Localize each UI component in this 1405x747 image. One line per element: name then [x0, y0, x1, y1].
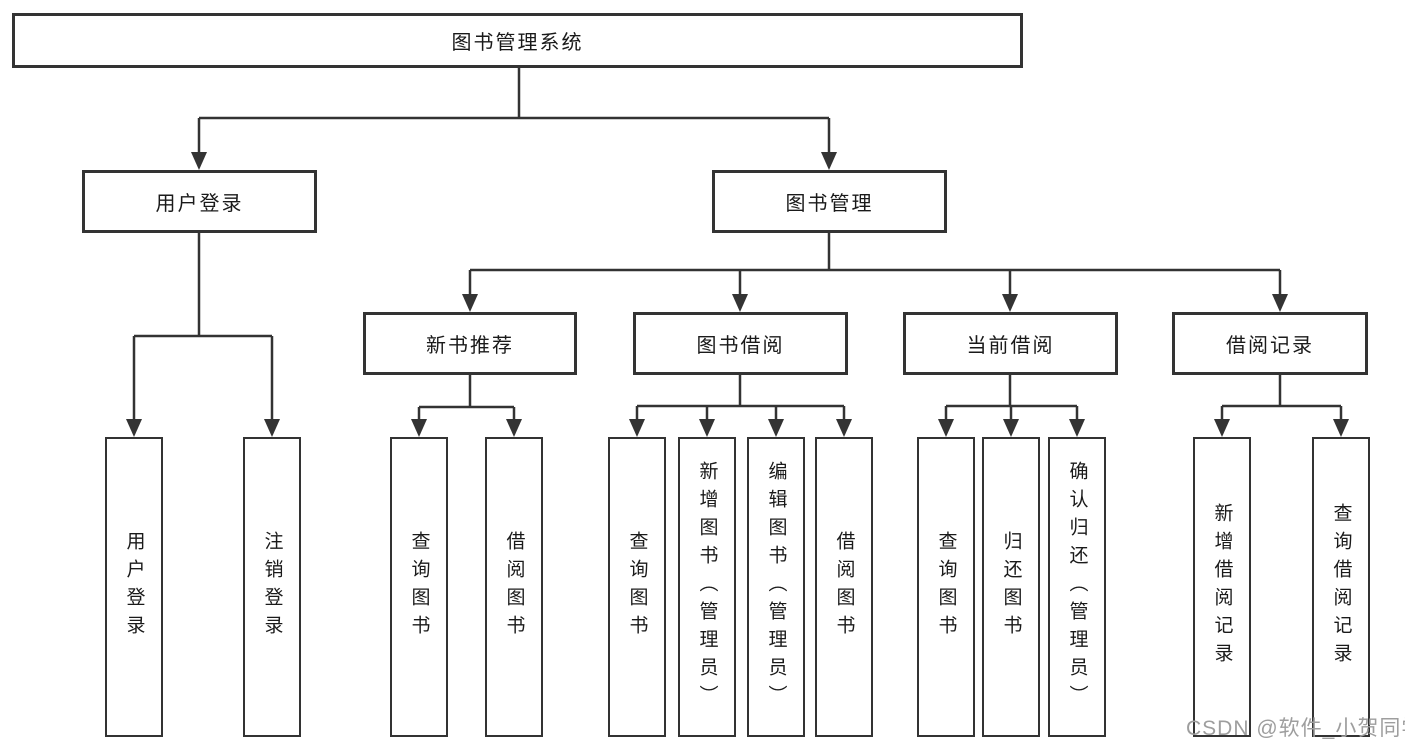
leaf-query-book-under-current: 查询图书	[917, 437, 975, 737]
leaf-return-book: 归还图书	[982, 437, 1040, 737]
leaf-borrow-book-under-borrowing-label: 借阅图书	[833, 531, 855, 643]
connector-borrowrecords-to-children	[1214, 375, 1349, 437]
node-borrowing-records: 借阅记录	[1172, 312, 1368, 375]
leaf-query-book-under-recommend-label: 查询图书	[408, 531, 430, 643]
node-root: 图书管理系统	[12, 13, 1023, 68]
leaf-edit-book-admin-label: 编辑图书（管理员）	[765, 461, 787, 713]
leaf-borrow-book-under-recommend-label: 借阅图书	[503, 531, 525, 643]
node-current-borrowing: 当前借阅	[903, 312, 1118, 375]
node-book-borrowing-label: 图书借阅	[696, 335, 785, 357]
leaf-add-borrow-record-label: 新增借阅记录	[1211, 503, 1233, 671]
connector-bookmgmt-to-level3	[462, 233, 1288, 312]
leaf-query-book-under-borrowing: 查询图书	[608, 437, 666, 737]
leaf-confirm-return-admin: 确认归还（管理员）	[1048, 437, 1106, 737]
leaf-borrow-book-under-recommend: 借阅图书	[485, 437, 543, 737]
node-current-borrowing-label: 当前借阅	[966, 335, 1055, 357]
leaf-borrow-book-under-borrowing: 借阅图书	[815, 437, 873, 737]
leaf-return-book-label: 归还图书	[1000, 531, 1022, 643]
leaf-logout-label: 注销登录	[261, 531, 283, 643]
connector-newbookrec-to-children	[411, 375, 522, 437]
node-book-borrowing: 图书借阅	[633, 312, 848, 375]
leaf-user-login-label: 用户登录	[123, 531, 145, 643]
node-book-management: 图书管理	[712, 170, 947, 233]
node-user-login-label: 用户登录	[155, 193, 244, 215]
node-user-login: 用户登录	[82, 170, 317, 233]
leaf-logout: 注销登录	[243, 437, 301, 737]
leaf-query-book-under-current-label: 查询图书	[935, 531, 957, 643]
leaf-query-borrow-record-label: 查询借阅记录	[1330, 503, 1352, 671]
node-root-label: 图书管理系统	[451, 32, 584, 54]
leaf-add-book-admin: 新增图书（管理员）	[678, 437, 736, 737]
leaf-edit-book-admin: 编辑图书（管理员）	[747, 437, 805, 737]
csdn-watermark: CSDN @软件_小贺同学	[1186, 717, 1405, 740]
connector-userlogin-to-children	[126, 233, 280, 437]
node-borrowing-records-label: 借阅记录	[1226, 335, 1314, 357]
node-book-management-label: 图书管理	[785, 193, 874, 215]
leaf-add-borrow-record: 新增借阅记录	[1193, 437, 1251, 737]
leaf-query-book-under-borrowing-label: 查询图书	[626, 531, 648, 643]
leaf-user-login: 用户登录	[105, 437, 163, 737]
node-new-book-recommend-label: 新书推荐	[426, 335, 514, 357]
leaf-query-borrow-record: 查询借阅记录	[1312, 437, 1370, 737]
node-new-book-recommend: 新书推荐	[363, 312, 577, 375]
leaf-confirm-return-admin-label: 确认归还（管理员）	[1066, 461, 1088, 713]
connector-bookborrow-to-children	[629, 375, 852, 437]
connector-currentborrow-to-children	[938, 375, 1085, 437]
leaf-query-book-under-recommend: 查询图书	[390, 437, 448, 737]
leaf-add-book-admin-label: 新增图书（管理员）	[696, 461, 718, 713]
